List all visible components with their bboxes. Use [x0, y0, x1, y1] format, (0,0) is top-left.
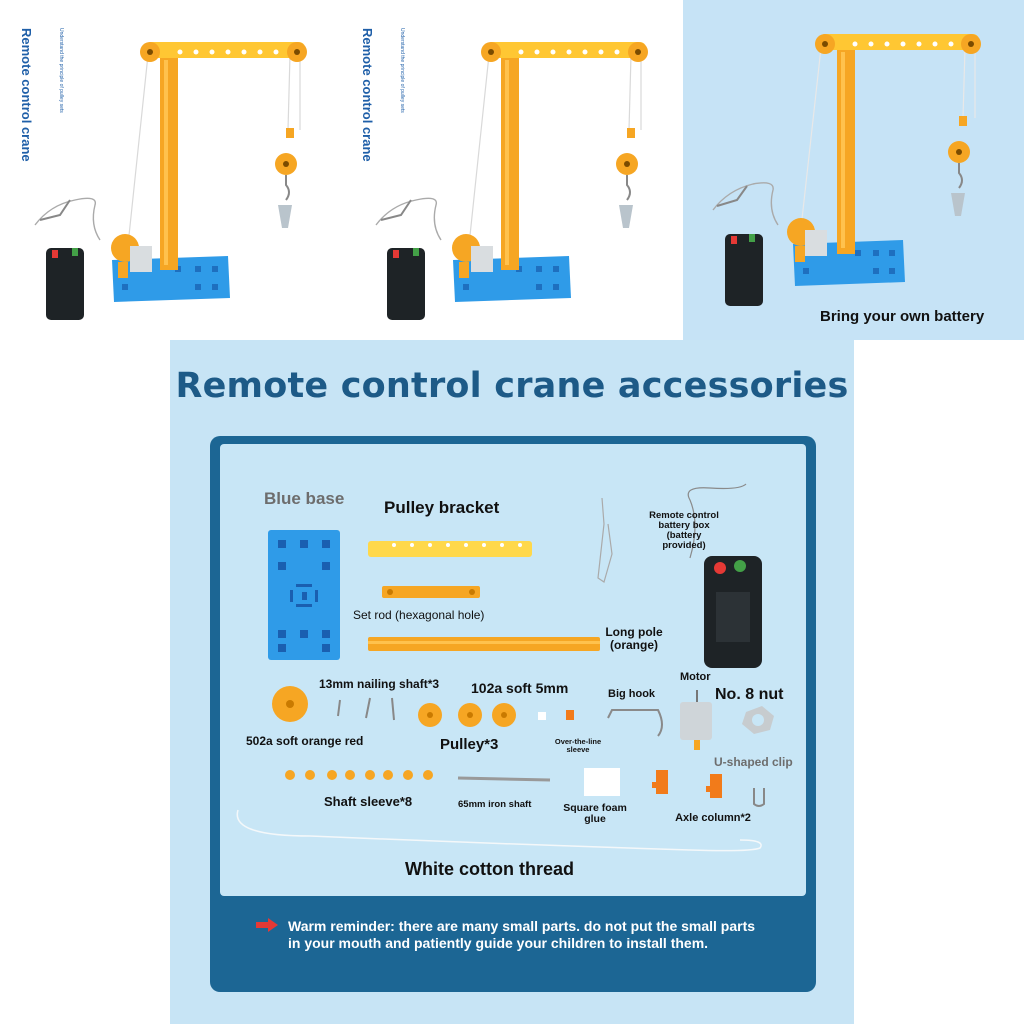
warm-reminder: Warm reminder: there are many small part… [288, 918, 756, 951]
label-iron-shaft: 65mm iron shaft [458, 799, 532, 810]
crane-illustration [712, 34, 981, 306]
battery-note: Bring your own battery [820, 308, 985, 325]
label-pulley-bracket: Pulley bracket [384, 498, 500, 517]
label-pulley: Pulley*3 [440, 736, 499, 753]
label-over-line-sleeve: Over-the-line sleeve [554, 737, 602, 754]
label-axle-column: Axle column*2 [675, 812, 751, 824]
label-motor: Motor [680, 671, 711, 683]
accessories-title: Remote control crane accessories [175, 366, 849, 406]
parts-panel [220, 444, 806, 896]
label-nailing-shaft: 13mm nailing shaft*3 [319, 677, 440, 691]
label-battery-box: Remote control battery box (battery prov… [649, 510, 719, 551]
label-shaft-sleeve: Shaft sleeve*8 [324, 794, 413, 809]
label-set-rod: Set rod (hexagonal hole) [353, 608, 485, 622]
crane-illustration [34, 42, 307, 320]
parts-illustration [236, 483, 774, 852]
label-cotton-thread: White cotton thread [405, 859, 574, 879]
label-u-clip: U-shaped clip [714, 755, 793, 769]
label-blue-base: Blue base [264, 489, 345, 508]
label-nut: No. 8 nut [715, 686, 784, 703]
label-102a-soft: 102a soft 5mm [471, 680, 569, 696]
crane-photo-1: Remote control crane Understand the prin… [0, 0, 341, 340]
crane-illustration [375, 42, 648, 320]
crane-photo-3: Bring your own battery [683, 0, 1024, 340]
label-502a-soft: 502a soft orange red [246, 734, 364, 748]
label-big-hook: Big hook [608, 688, 656, 700]
arrow-right-icon [256, 918, 278, 932]
label-long-pole: Long pole (orange) [605, 625, 663, 652]
crane-photo-2: Remote control crane Understand the prin… [341, 0, 683, 340]
label-foam-glue: Square foam glue [563, 802, 627, 825]
